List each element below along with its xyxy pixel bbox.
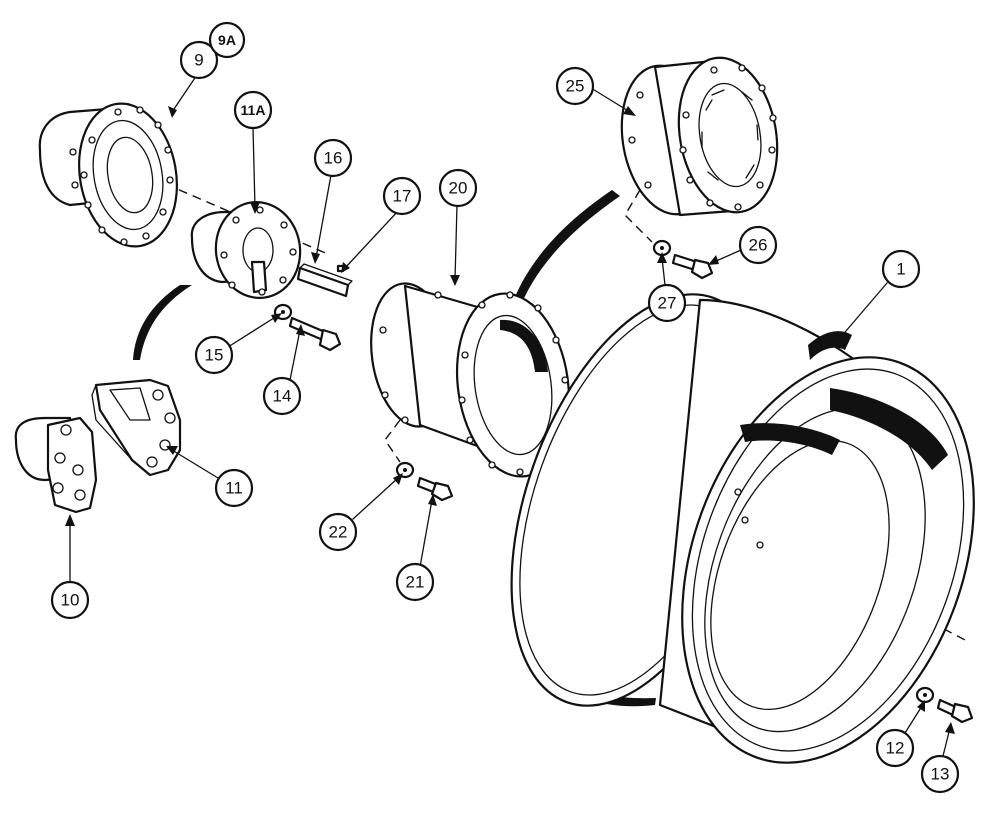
bolt-hole-ring bbox=[69, 106, 174, 246]
svg-text:11A: 11A bbox=[241, 102, 266, 118]
svg-text:21: 21 bbox=[406, 573, 425, 592]
bolt-part-26 bbox=[671, 253, 714, 280]
callout-9: 9 bbox=[179, 40, 219, 80]
callout-25: 25 bbox=[555, 66, 595, 106]
svg-text:9A: 9A bbox=[218, 32, 236, 48]
bolt-hole-ring bbox=[379, 291, 569, 476]
svg-text:27: 27 bbox=[658, 294, 677, 313]
split-hub-part-10 bbox=[14, 416, 98, 514]
split-hub-part-11 bbox=[91, 378, 182, 477]
callout-26: 26 bbox=[738, 225, 778, 265]
sweep-arrow-right bbox=[510, 190, 620, 312]
hub-part-11a bbox=[190, 201, 302, 299]
callout-13: 13 bbox=[920, 754, 960, 794]
callout-15: 15 bbox=[194, 335, 234, 375]
svg-text:15: 15 bbox=[205, 346, 224, 365]
svg-text:26: 26 bbox=[749, 236, 768, 255]
callout-17: 17 bbox=[382, 176, 422, 216]
leader-dashed-21 bbox=[384, 419, 401, 463]
svg-text:13: 13 bbox=[931, 765, 950, 784]
svg-text:11: 11 bbox=[225, 479, 243, 498]
callout-11a: 11A bbox=[233, 90, 273, 130]
callout-16: 16 bbox=[313, 138, 353, 178]
svg-text:14: 14 bbox=[273, 387, 292, 406]
bolt-hole-ring bbox=[628, 64, 777, 211]
svg-text:10: 10 bbox=[61, 591, 80, 610]
callout-11: 11 bbox=[214, 468, 254, 508]
callout-14: 14 bbox=[262, 376, 302, 416]
callout-9a: 9A bbox=[208, 21, 246, 59]
callout-27: 27 bbox=[647, 283, 687, 323]
callout-1: 1 bbox=[881, 249, 921, 289]
svg-text:9: 9 bbox=[194, 51, 203, 70]
bolt-part-21 bbox=[416, 476, 454, 502]
svg-text:22: 22 bbox=[329, 523, 348, 542]
callout-20: 20 bbox=[438, 168, 478, 208]
hub-part-9 bbox=[38, 102, 178, 248]
callout-12: 12 bbox=[875, 728, 915, 768]
washer-part-22 bbox=[395, 461, 415, 479]
svg-text:1: 1 bbox=[896, 260, 905, 279]
wheel-rim-part-1 bbox=[510, 293, 975, 764]
leader-lines bbox=[65, 56, 955, 757]
callout-22: 22 bbox=[318, 512, 358, 552]
key-part-16 bbox=[296, 263, 353, 298]
svg-text:17: 17 bbox=[393, 187, 412, 206]
bolt-part-14 bbox=[288, 316, 342, 352]
svg-text:20: 20 bbox=[449, 179, 468, 198]
svg-text:25: 25 bbox=[566, 77, 585, 96]
washer-part-12 bbox=[915, 686, 935, 704]
svg-text:16: 16 bbox=[324, 149, 343, 168]
bolt-part-13 bbox=[936, 698, 974, 724]
callout-21: 21 bbox=[395, 562, 435, 602]
spacer-drum-part-20 bbox=[370, 282, 571, 478]
sweep-arrow-left bbox=[133, 285, 192, 360]
callout-10: 10 bbox=[50, 580, 90, 620]
svg-text:12: 12 bbox=[886, 739, 905, 758]
adapter-ring-part-25 bbox=[620, 56, 779, 217]
